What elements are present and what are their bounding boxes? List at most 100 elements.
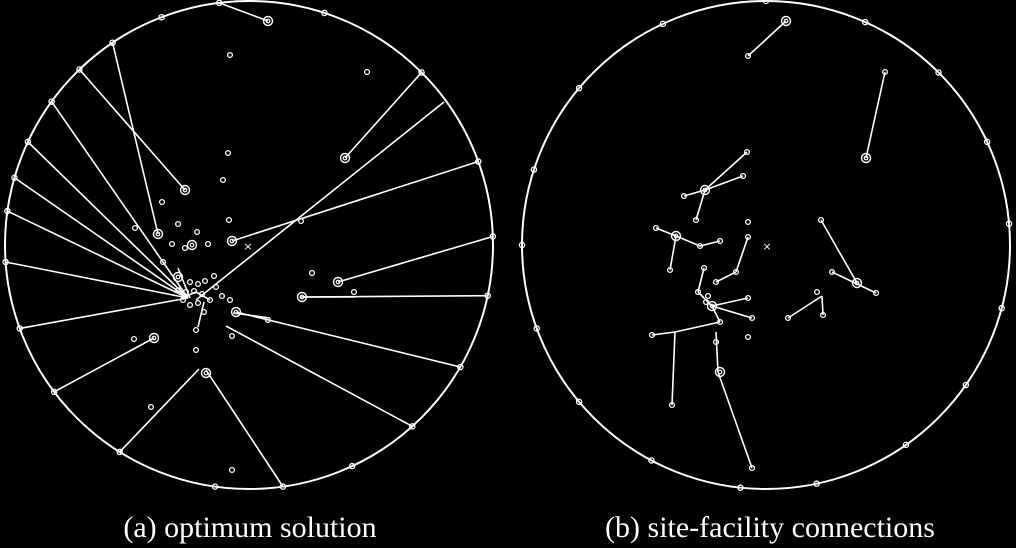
facility-ring [186, 239, 198, 251]
site-point [748, 464, 756, 472]
facility-connections [651, 20, 886, 469]
facility-ring [296, 291, 308, 303]
site-point [533, 325, 540, 332]
site-point [744, 333, 752, 341]
site-point [998, 304, 1005, 312]
facility-point [233, 309, 239, 315]
connection-line [695, 189, 706, 221]
site-point [192, 326, 200, 334]
caption-site-facility-connections: (b) site-facility connections [605, 511, 935, 544]
site-point [2, 258, 9, 266]
site-point [11, 174, 18, 181]
site-point [174, 220, 182, 228]
site-point [158, 13, 165, 21]
site-point [702, 298, 710, 306]
panel-optimum-solution: × [2, 0, 497, 490]
connection-line [78, 68, 186, 191]
facility-point [854, 280, 860, 286]
connection-line [651, 331, 676, 336]
site-point [457, 363, 464, 371]
site-point [475, 158, 482, 165]
facility-point [709, 303, 715, 309]
site-point [297, 217, 305, 225]
site-point [116, 448, 123, 456]
site-point [1005, 220, 1013, 227]
connection-line [19, 297, 189, 330]
site-point [363, 68, 371, 76]
connection-line [231, 160, 479, 242]
site-point [744, 218, 752, 226]
center-marker: × [762, 240, 771, 253]
connection-line [27, 141, 189, 299]
facility-point [702, 187, 708, 193]
connection-line [111, 42, 159, 235]
facility-point [863, 155, 869, 161]
connection-line [671, 331, 676, 406]
site-point [737, 484, 744, 491]
connection-line [205, 369, 284, 488]
site-point [179, 296, 187, 304]
connection-line [655, 227, 677, 237]
site-point [762, 0, 770, 5]
facility-ring [172, 271, 184, 283]
spoke-connections [5, 2, 494, 488]
connection-line [53, 337, 155, 393]
site-point [418, 69, 425, 76]
site-point [700, 264, 708, 272]
site-points [2, 0, 497, 490]
site-point [530, 166, 538, 173]
facility-point [717, 369, 723, 375]
site-point [350, 288, 358, 296]
site-point [983, 138, 991, 146]
facility-ring [332, 276, 344, 288]
connection-line [820, 219, 858, 284]
connection-line [821, 295, 824, 316]
facility-point [155, 231, 161, 237]
site-point [226, 51, 234, 59]
site-point [109, 39, 116, 46]
facility-point [265, 18, 271, 24]
connection-line [704, 175, 744, 191]
site-point [748, 314, 756, 322]
site-point [743, 148, 751, 156]
connection-line [225, 325, 413, 428]
facility-point [342, 155, 348, 161]
site-point [228, 332, 236, 340]
site-points [518, 0, 1013, 491]
facility-point [151, 335, 157, 341]
panel-site-facility-connections: × [518, 0, 1013, 491]
site-point [193, 228, 201, 236]
site-point [198, 290, 206, 298]
site-point [744, 294, 752, 302]
center-marker: × [243, 240, 252, 253]
site-point [935, 69, 942, 76]
site-point [739, 172, 747, 180]
connection-line [699, 240, 721, 247]
facility-point [189, 242, 195, 248]
facility-ring [780, 15, 792, 27]
site-point [694, 288, 702, 296]
site-point [813, 288, 821, 296]
site-point [696, 242, 704, 250]
site-point [704, 292, 712, 300]
site-point [668, 401, 676, 409]
facility-ring [670, 230, 682, 242]
facility-ring [339, 152, 351, 164]
site-point [194, 280, 202, 288]
connection-line [195, 101, 445, 301]
connection-line [337, 235, 494, 283]
site-point [224, 149, 232, 157]
site-point [652, 224, 660, 232]
site-point [168, 240, 176, 248]
site-point [348, 462, 356, 470]
site-point [24, 138, 32, 146]
site-point [744, 233, 752, 241]
site-point [131, 224, 139, 232]
facility-ring [179, 184, 191, 196]
site-point [174, 286, 182, 294]
site-point [159, 258, 167, 266]
connection-line [715, 271, 737, 283]
facility-ring [706, 300, 718, 312]
site-point [181, 244, 189, 252]
connection-line [218, 2, 269, 22]
